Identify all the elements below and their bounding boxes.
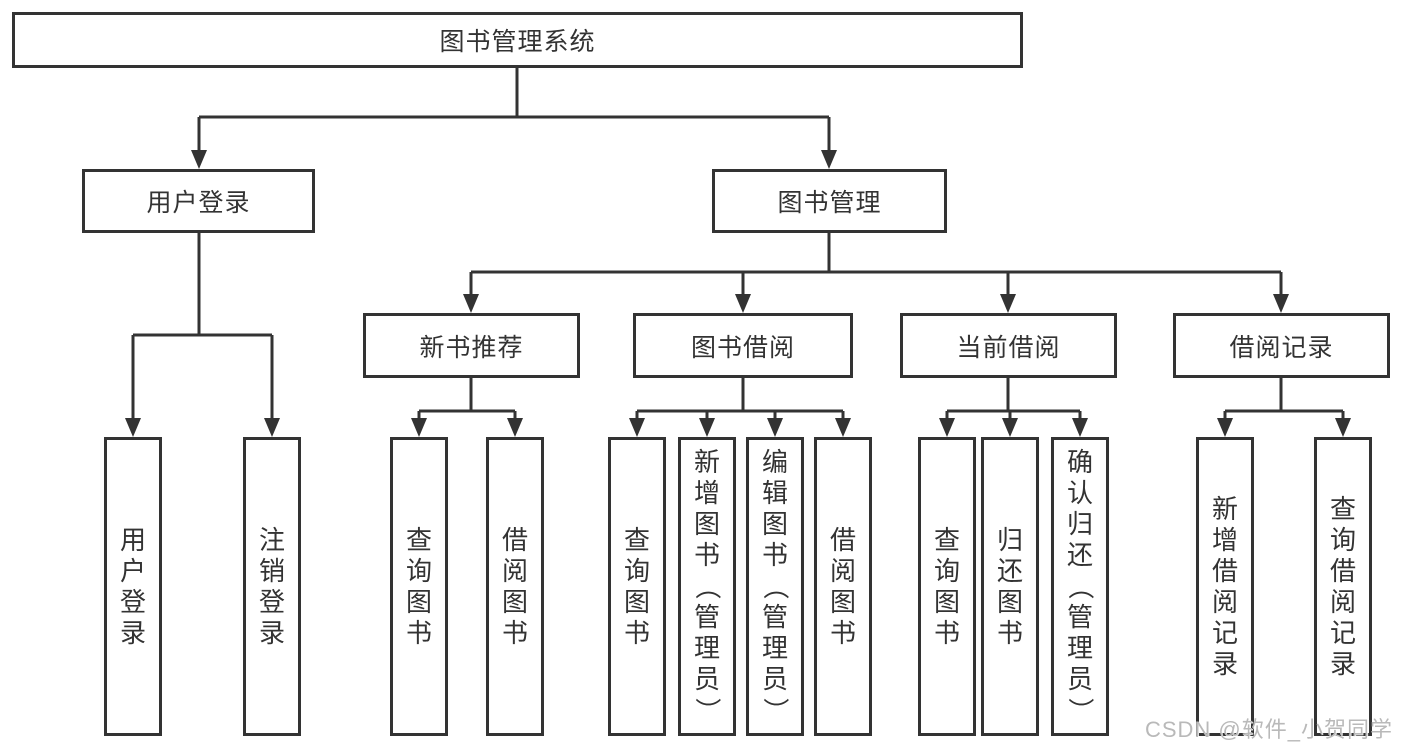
node-book-management: 图书管理 (712, 169, 947, 233)
node-leaf-bb-query-books: 查询图书 (608, 437, 666, 736)
node-library-system: 图书管理系统 (12, 12, 1023, 68)
node-current-borrowing-label: 当前借阅 (956, 333, 1061, 362)
node-current-borrowing: 当前借阅 (900, 313, 1117, 378)
node-leaf-bb-borrow-books: 借阅图书 (814, 437, 872, 736)
node-user-login-label: 用户登录 (146, 189, 251, 217)
node-leaf-nbr-borrow-books: 借阅图书 (486, 437, 544, 736)
node-leaf-bb-edit-book-admin-label: 编辑图书（管理员） (760, 447, 791, 724)
node-leaf-cb-return-books: 归还图书 (981, 437, 1039, 736)
node-leaf-bb-query-books-label: 查询图书 (623, 524, 650, 648)
node-library-system-label: 图书管理系统 (439, 28, 596, 56)
node-leaf-br-query-record-label: 查询借阅记录 (1329, 493, 1356, 679)
node-leaf-logout-label: 注销登录 (258, 524, 285, 648)
node-borrowing-records: 借阅记录 (1173, 313, 1390, 378)
node-leaf-cb-query-books: 查询图书 (918, 437, 976, 736)
node-leaf-user-login-label: 用户登录 (119, 524, 146, 648)
node-book-borrowing: 图书借阅 (633, 313, 853, 378)
node-leaf-br-add-record: 新增借阅记录 (1196, 437, 1254, 736)
node-book-management-label: 图书管理 (777, 189, 882, 217)
node-book-borrowing-label: 图书借阅 (690, 333, 795, 362)
node-leaf-bb-borrow-books-label: 借阅图书 (829, 524, 856, 648)
node-leaf-cb-confirm-return-admin-label: 确认归还（管理员） (1065, 447, 1096, 724)
node-leaf-bb-add-book-admin: 新增图书（管理员） (678, 437, 736, 736)
node-leaf-user-login: 用户登录 (104, 437, 162, 736)
node-leaf-bb-edit-book-admin: 编辑图书（管理员） (746, 437, 804, 736)
csdn-watermark: CSDN @软件_小贺同学 (1144, 717, 1393, 742)
node-leaf-nbr-query-books-label: 查询图书 (405, 524, 432, 648)
node-new-book-recommend-label: 新书推荐 (419, 333, 524, 362)
node-leaf-nbr-query-books: 查询图书 (390, 437, 448, 736)
node-leaf-cb-query-books-label: 查询图书 (933, 524, 960, 648)
node-user-login: 用户登录 (82, 169, 315, 233)
node-leaf-logout: 注销登录 (243, 437, 301, 736)
node-borrowing-records-label: 借阅记录 (1229, 333, 1334, 362)
node-leaf-cb-return-books-label: 归还图书 (996, 524, 1023, 648)
node-leaf-bb-add-book-admin-label: 新增图书（管理员） (692, 447, 723, 724)
node-leaf-nbr-borrow-books-label: 借阅图书 (501, 524, 528, 648)
node-leaf-br-add-record-label: 新增借阅记录 (1211, 493, 1238, 679)
node-leaf-cb-confirm-return-admin: 确认归还（管理员） (1051, 437, 1109, 736)
node-leaf-br-query-record: 查询借阅记录 (1314, 437, 1372, 736)
node-new-book-recommend: 新书推荐 (363, 313, 580, 378)
